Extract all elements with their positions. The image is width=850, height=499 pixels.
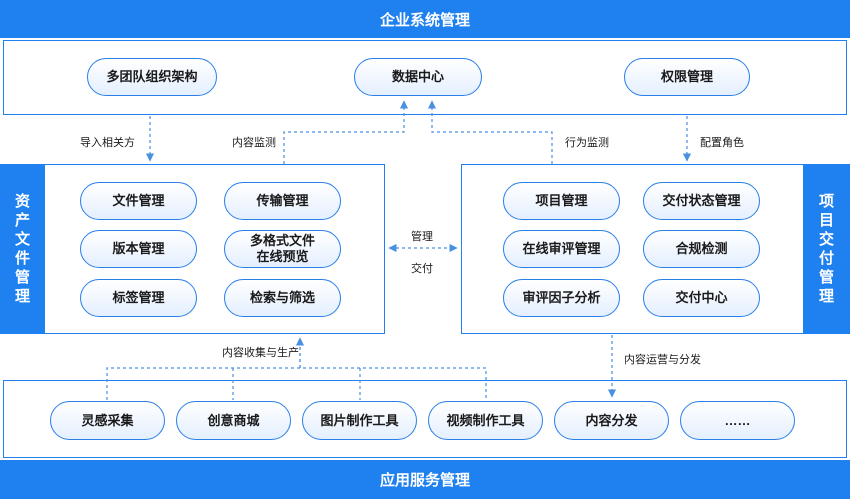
import-parties-label: 导入相关方 xyxy=(80,137,135,149)
bottom-bar-title: 应用服务管理 xyxy=(379,472,470,489)
content-distribution-node: 内容分发 xyxy=(554,401,669,440)
project-management-node: 项目管理 xyxy=(503,182,620,220)
title-char: 付 xyxy=(818,250,834,267)
behavior-monitor-arrow xyxy=(427,100,553,164)
file-management-node: 文件管理 xyxy=(80,182,197,220)
config-roles-label: 配置角色 xyxy=(700,137,744,149)
inspiration-node: 灵感采集 xyxy=(50,401,165,440)
deliver-label: 交付 xyxy=(411,263,433,275)
content-ops-label: 内容运营与分发 xyxy=(624,354,701,366)
title-char: 项 xyxy=(818,193,834,210)
title-char: 理 xyxy=(818,288,834,305)
delivery-center-node: 交付中心 xyxy=(643,279,760,317)
title-char: 管 xyxy=(14,269,30,286)
asset-file-panel-title: 资 产 文 件 管 理 xyxy=(0,164,45,334)
title-char: 文 xyxy=(14,231,30,248)
video-tool-node: 视频制作工具 xyxy=(428,401,543,440)
title-char: 产 xyxy=(14,212,30,229)
compliance-check-node: 合规检测 xyxy=(643,230,760,268)
multi-format-preview-node: 多格式文件 在线预览 xyxy=(224,230,341,268)
title-char: 件 xyxy=(14,250,30,267)
title-char: 管 xyxy=(818,269,834,286)
top-bar-title: 企业系统管理 xyxy=(379,11,470,29)
manage-label: 管理 xyxy=(411,231,433,243)
title-char: 理 xyxy=(14,288,30,305)
content-monitor-label: 内容监测 xyxy=(232,137,276,149)
search-filter-node: 检索与筛选 xyxy=(224,279,341,317)
top-bar: 企业系统管理 xyxy=(0,0,850,38)
data-center-node: 数据中心 xyxy=(354,58,482,96)
review-factor-node: 审评因子分析 xyxy=(503,279,620,317)
tag-management-node: 标签管理 xyxy=(80,279,197,317)
title-char: 目 xyxy=(818,212,834,229)
title-char: 资 xyxy=(14,193,30,210)
org-structure-node: 多团队组织架构 xyxy=(87,58,217,96)
version-management-node: 版本管理 xyxy=(80,230,197,268)
title-char: 交 xyxy=(818,231,834,248)
transfer-management-node: 传输管理 xyxy=(224,182,341,220)
behavior-monitor-label: 行为监测 xyxy=(565,137,609,149)
bottom-bar: 应用服务管理 xyxy=(0,460,850,499)
permission-node: 权限管理 xyxy=(624,58,750,96)
content-collect-label: 内容收集与生产 xyxy=(222,347,299,359)
project-delivery-panel-title: 项 目 交 付 管 理 xyxy=(803,164,850,334)
delivery-status-node: 交付状态管理 xyxy=(643,182,760,220)
content-monitor-arrow xyxy=(283,100,409,164)
creative-mall-node: 创意商城 xyxy=(176,401,291,440)
image-tool-node: 图片制作工具 xyxy=(302,401,417,440)
more-node: …… xyxy=(680,401,795,440)
online-review-node: 在线审评管理 xyxy=(503,230,620,268)
